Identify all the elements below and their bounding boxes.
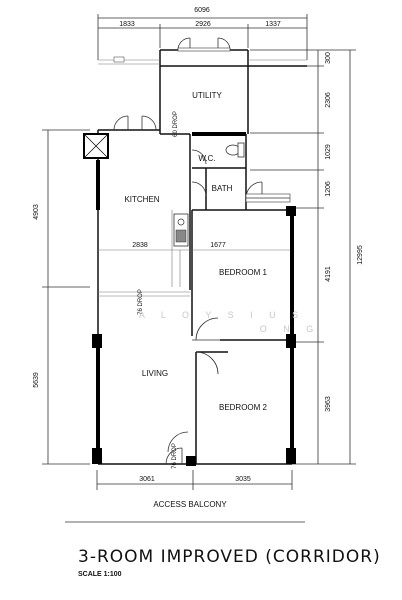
top-dim-3: 1337 xyxy=(265,21,281,28)
right-dim-1: 300 xyxy=(325,52,332,64)
right-dimensions: 300 2306 1029 1206 4191 3963 12995 xyxy=(250,49,364,465)
bottom-dim-2: 3035 xyxy=(235,476,251,483)
top-dimensions: 6096 1833 2926 1337 xyxy=(97,7,308,60)
watermark-line2: O N G xyxy=(260,324,321,334)
bedroom2-walls xyxy=(195,342,294,464)
top-dim-1: 1833 xyxy=(119,21,135,28)
room-label-bath: BATH xyxy=(212,184,233,193)
right-dim-2: 2306 xyxy=(325,92,332,108)
drop-label-utility: 60 DROP xyxy=(173,111,179,137)
room-label-living: LIVING xyxy=(142,369,168,378)
inner-dim-kitchen: 2838 xyxy=(132,242,148,249)
wc-bath-block xyxy=(191,132,291,210)
inner-dim-bedroom: 1677 xyxy=(210,242,226,249)
bottom-dimensions: 3061 3035 xyxy=(65,470,305,523)
access-balcony-label: ACCESS BALCONY xyxy=(153,500,227,509)
utility-room xyxy=(159,37,307,134)
right-dim-5: 4191 xyxy=(325,266,332,282)
overall-width-label: 6096 xyxy=(194,7,210,14)
right-dim-3: 1029 xyxy=(325,144,332,160)
drop-label-middle: 76 DROP xyxy=(138,289,144,315)
room-label-bedroom2: BEDROOM 2 xyxy=(219,403,268,412)
drop-label-entrance: 76 DROP xyxy=(172,443,178,469)
top-dim-2: 2926 xyxy=(195,21,211,28)
bottom-dim-1: 3061 xyxy=(139,476,155,483)
room-label-utility: UTILITY xyxy=(192,91,222,100)
ledge-top-left xyxy=(98,56,307,65)
left-dim-lower: 5639 xyxy=(33,372,40,388)
structural-columns xyxy=(92,206,296,466)
bedroom1-walls xyxy=(191,209,294,342)
room-label-kitchen: KITCHEN xyxy=(124,195,159,204)
watermark-line1: A L O Y S I U S xyxy=(139,310,305,320)
right-dim-6: 3963 xyxy=(325,396,332,412)
room-label-wc: W.C. xyxy=(198,154,215,163)
right-total-dim: 12995 xyxy=(357,245,364,265)
left-dim-upper: 4903 xyxy=(33,204,40,220)
room-label-bedroom1: BEDROOM 1 xyxy=(219,268,268,277)
kitchen-area xyxy=(83,115,191,290)
left-dimensions: 4903 5639 xyxy=(33,129,90,465)
plan-title: 3-ROOM IMPROVED (CORRIDOR) xyxy=(78,547,381,567)
plan-scale: SCALE 1:100 xyxy=(78,571,122,578)
right-dim-4: 1206 xyxy=(325,181,332,197)
